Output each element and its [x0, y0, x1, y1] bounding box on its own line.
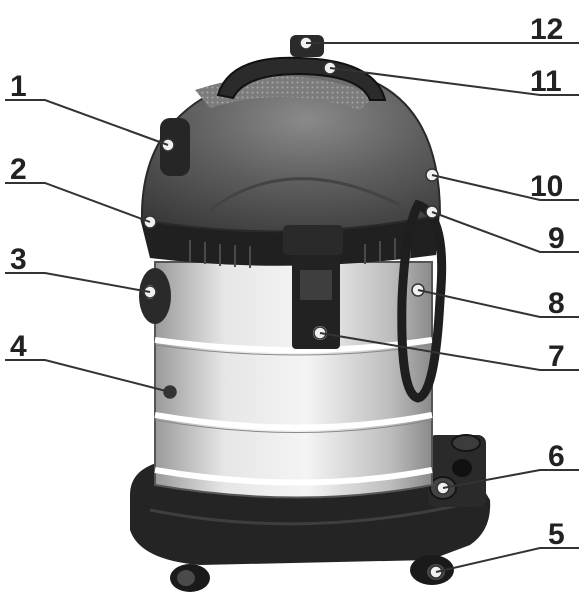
accessory-holder [428, 434, 486, 507]
callout-7: 7 [548, 340, 565, 373]
callout-dots [143, 36, 450, 579]
callout-4: 4 [10, 330, 27, 363]
leader-lines [5, 42, 579, 573]
carry-handle [216, 56, 387, 101]
latch-clip [283, 225, 343, 349]
callout-1: 1 [10, 70, 27, 103]
callout-12: 12 [530, 13, 563, 46]
callout-6: 6 [548, 440, 565, 473]
callout-11: 11 [530, 65, 562, 98]
callout-10: 10 [530, 170, 563, 203]
callout-8: 8 [548, 287, 565, 320]
steel-tank [154, 261, 433, 499]
callout-labels: 1 2 3 4 5 6 7 8 9 10 11 12 [10, 13, 565, 551]
callout-5: 5 [548, 518, 565, 551]
callout-9: 9 [548, 222, 565, 255]
callout-3: 3 [10, 243, 27, 276]
caster-wheel-left [170, 564, 210, 592]
callout-2: 2 [10, 153, 27, 186]
